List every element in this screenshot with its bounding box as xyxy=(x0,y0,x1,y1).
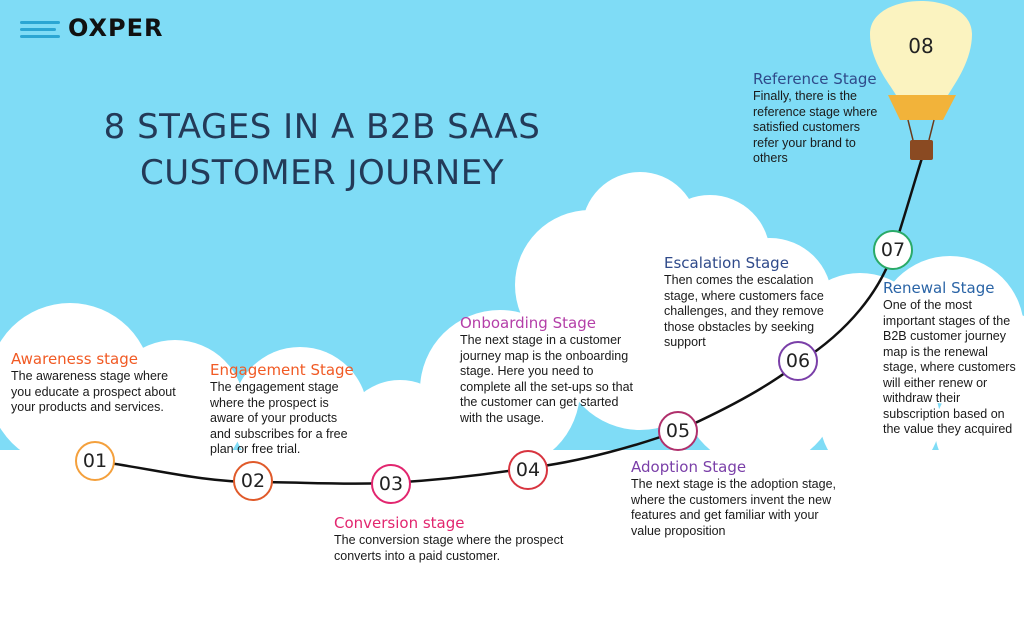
cloud-puff xyxy=(820,360,940,480)
stage-08-block: Reference Stage Finally, there is the re… xyxy=(753,70,883,167)
stage-05-description: The next stage is the adoption stage, wh… xyxy=(631,477,836,538)
balloon-rope xyxy=(928,119,935,141)
stage-08-number: 08 xyxy=(908,34,934,58)
title-line-2: CUSTOMER JOURNEY xyxy=(140,153,504,193)
stage-08-description: Finally, there is the reference stage wh… xyxy=(753,89,878,165)
stage-06-description: Then comes the escalation stage, where c… xyxy=(664,273,824,349)
stage-04-title: Onboarding Stage xyxy=(460,314,596,332)
stage-07-block: Renewal Stage One of the most important … xyxy=(883,279,1024,438)
stage-01-block: Awareness stage The awareness stage wher… xyxy=(11,350,186,416)
page-title: 8 STAGES IN A B2B SAAS CUSTOMER JOURNEY xyxy=(62,104,582,196)
stage-05-node: 05 xyxy=(658,411,698,451)
stage-04-node: 04 xyxy=(508,450,548,490)
stage-01-node: 01 xyxy=(75,441,115,481)
logo-bar xyxy=(20,35,60,38)
brand-logo: OXPER xyxy=(20,14,164,42)
stage-06-title: Escalation Stage xyxy=(664,254,789,272)
stage-06-node: 06 xyxy=(778,341,818,381)
stage-02-description: The engagement stage where the prospect … xyxy=(210,380,348,456)
hot-air-balloon xyxy=(870,1,972,160)
stage-05-block: Adoption Stage The next stage is the ado… xyxy=(631,458,841,539)
stage-06-block: Escalation Stage Then comes the escalati… xyxy=(664,254,829,351)
stage-01-title: Awareness stage xyxy=(11,350,138,368)
cloud-puff xyxy=(560,270,720,430)
logo-bar xyxy=(20,21,60,24)
stage-03-block: Conversion stage The conversion stage wh… xyxy=(334,514,584,564)
balloon-band xyxy=(888,95,956,120)
stage-07-title: Renewal Stage xyxy=(883,279,995,297)
stage-04-block: Onboarding Stage The next stage in a cus… xyxy=(460,314,640,426)
balloon-rope xyxy=(907,119,914,141)
logo-mark xyxy=(20,21,60,38)
stage-03-description: The conversion stage where the prospect … xyxy=(334,533,564,563)
cloud-puff xyxy=(420,310,580,470)
stage-01-description: The awareness stage where you educate a … xyxy=(11,369,176,414)
stage-02-block: Engagement Stage The engagement stage wh… xyxy=(210,361,355,458)
balloon-envelope xyxy=(870,1,972,95)
stage-05-title: Adoption Stage xyxy=(631,458,747,476)
stage-02-title: Engagement Stage xyxy=(210,361,354,379)
cloud-puff xyxy=(105,340,245,480)
stage-03-node: 03 xyxy=(371,464,411,504)
balloon-basket xyxy=(910,140,933,160)
stage-07-description: One of the most important stages of the … xyxy=(883,298,1016,436)
title-line-1: 8 STAGES IN A B2B SAAS xyxy=(103,107,541,147)
logo-bar xyxy=(20,28,56,31)
stage-04-description: The next stage in a customer journey map… xyxy=(460,333,634,425)
brand-name: OXPER xyxy=(68,14,164,42)
stage-08-title: Reference Stage xyxy=(753,70,877,88)
stage-03-title: Conversion stage xyxy=(334,514,465,532)
cloud-puff xyxy=(935,375,1024,485)
cloud-puff xyxy=(232,347,368,483)
stage-07-node: 07 xyxy=(873,230,913,270)
stage-02-node: 02 xyxy=(233,461,273,501)
